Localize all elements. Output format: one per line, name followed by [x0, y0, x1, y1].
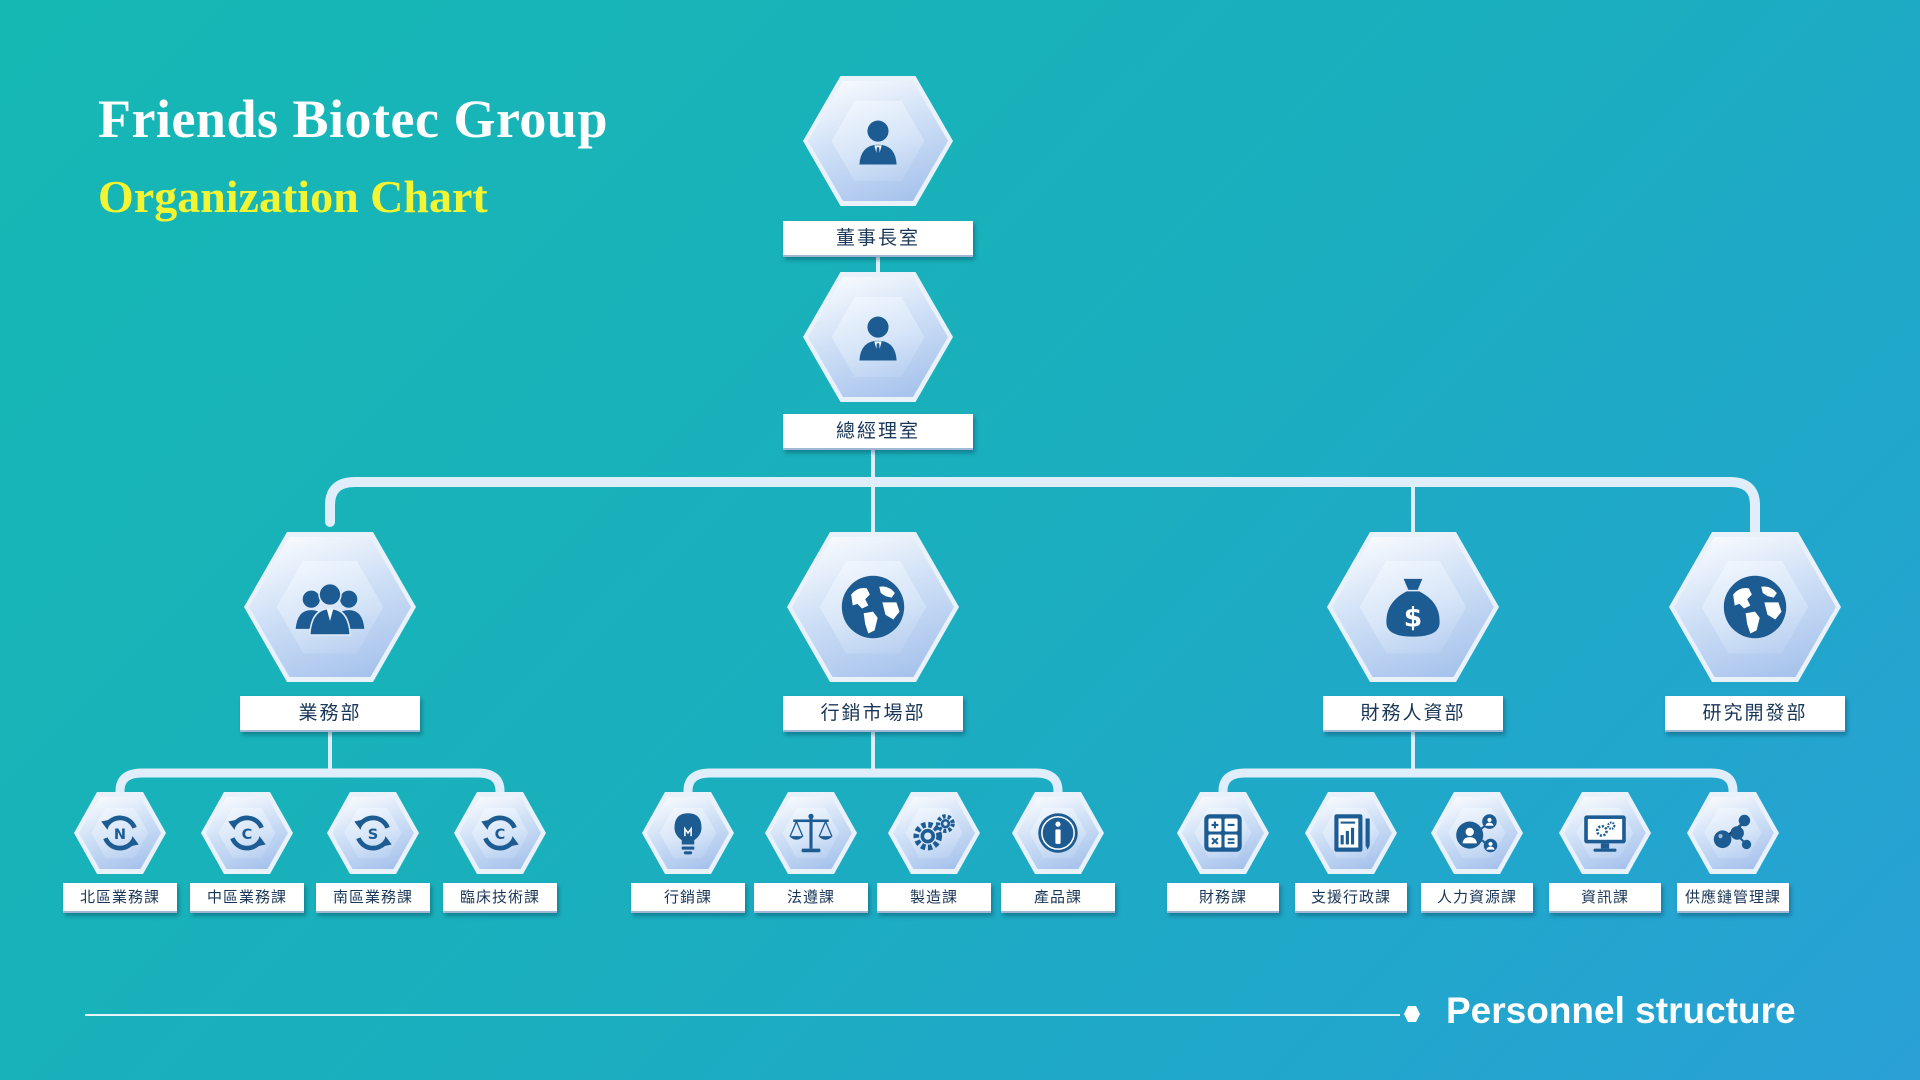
node-dept-3: $ [1327, 532, 1499, 682]
hexagon-frame: $ [1327, 532, 1499, 682]
hexagon-frame: N [74, 792, 166, 874]
svg-text:C: C [495, 826, 506, 843]
node-dept-2 [787, 532, 959, 682]
hexagon-frame [787, 532, 959, 682]
node-section-2-2 [765, 792, 857, 874]
hexagon-frame [888, 792, 980, 874]
hexagon-frame [765, 792, 857, 874]
hexagon-frame [1305, 792, 1397, 874]
node-general-manager [803, 272, 953, 402]
node-dept-3-label: 財務人資部 [1323, 696, 1503, 732]
node-section-3-4 [1559, 792, 1651, 874]
svg-text:S: S [368, 826, 378, 843]
money-bag-icon: $ [1327, 532, 1499, 682]
node-section-3-1 [1177, 792, 1269, 874]
hexagon-frame [803, 76, 953, 206]
footer-caption: Personnel structure [1446, 990, 1796, 1031]
refresh-c-icon: C [454, 792, 546, 874]
hexagon-frame [1431, 792, 1523, 874]
node-dept-2-label: 行銷市場部 [783, 696, 963, 732]
node-section-1-4-label: 臨床技術課 [443, 883, 557, 913]
hexagon-frame [1687, 792, 1779, 874]
globe-icon [1669, 532, 1841, 682]
node-section-3-2-label: 支援行政課 [1295, 883, 1407, 913]
node-section-1-2: C [201, 792, 293, 874]
node-section-1-2-label: 中區業務課 [190, 883, 304, 913]
connector-section-bar-1 [115, 768, 505, 805]
svg-text:N: N [114, 826, 126, 843]
hexagon-frame: C [201, 792, 293, 874]
node-chairman-label: 董事長室 [783, 221, 973, 257]
molecule-icon [1687, 792, 1779, 874]
team-icon [244, 532, 416, 682]
hexagon-frame [1669, 532, 1841, 682]
node-section-3-4-label: 資訊課 [1549, 883, 1661, 913]
report-icon [1305, 792, 1397, 874]
chart-subtitle: Organization Chart [98, 171, 488, 222]
svg-text:$: $ [1404, 603, 1422, 634]
hexagon-frame [1012, 792, 1104, 874]
node-section-2-1-label: 行銷課 [631, 883, 745, 913]
hexagon-frame [642, 792, 734, 874]
connector-section-bar-3 [1218, 768, 1738, 805]
node-section-3-3-label: 人力資源課 [1421, 883, 1533, 913]
calculator-icon [1177, 792, 1269, 874]
connector-section-bar-2 [683, 768, 1063, 805]
node-section-3-5 [1687, 792, 1779, 874]
refresh-s-icon: S [327, 792, 419, 874]
node-section-2-2-label: 法遵課 [754, 883, 868, 913]
monitor-gear-icon [1559, 792, 1651, 874]
hexagon-frame [1559, 792, 1651, 874]
node-section-1-3: S [327, 792, 419, 874]
hexagon-frame [244, 532, 416, 682]
node-section-3-5-label: 供應鏈管理課 [1677, 883, 1789, 913]
refresh-n-icon: N [74, 792, 166, 874]
node-section-2-1 [642, 792, 734, 874]
scales-icon [765, 792, 857, 874]
people-network-icon [1431, 792, 1523, 874]
hexagon-frame: C [454, 792, 546, 874]
node-section-1-4: C [454, 792, 546, 874]
node-dept-1 [244, 532, 416, 682]
svg-text:C: C [242, 826, 253, 843]
hexagon-frame: S [327, 792, 419, 874]
footer-hexagon-bullet [1404, 1006, 1420, 1022]
node-section-1-1: N [74, 792, 166, 874]
gears-icon [888, 792, 980, 874]
node-section-2-4 [1012, 792, 1104, 874]
node-general-manager-label: 總經理室 [783, 414, 973, 450]
lightbulb-icon [642, 792, 734, 874]
node-dept-4-label: 研究開發部 [1665, 696, 1845, 732]
connector-dept-bar [325, 477, 1760, 545]
hexagon-frame [1177, 792, 1269, 874]
person-icon [803, 272, 953, 402]
refresh-c-icon: C [201, 792, 293, 874]
hexagon-frame [803, 272, 953, 402]
globe-icon [787, 532, 959, 682]
person-icon [803, 76, 953, 206]
node-section-3-1-label: 財務課 [1167, 883, 1279, 913]
node-section-2-3-label: 製造課 [877, 883, 991, 913]
info-icon [1012, 792, 1104, 874]
node-section-3-3 [1431, 792, 1523, 874]
node-section-2-3 [888, 792, 980, 874]
node-section-1-3-label: 南區業務課 [316, 883, 430, 913]
node-chairman [803, 76, 953, 206]
node-section-2-4-label: 產品課 [1001, 883, 1115, 913]
chart-title: Friends Biotec Group [98, 89, 609, 149]
node-dept-1-label: 業務部 [240, 696, 420, 732]
footer-divider [85, 1014, 1400, 1016]
node-section-1-1-label: 北區業務課 [63, 883, 177, 913]
node-dept-4 [1669, 532, 1841, 682]
node-section-3-2 [1305, 792, 1397, 874]
